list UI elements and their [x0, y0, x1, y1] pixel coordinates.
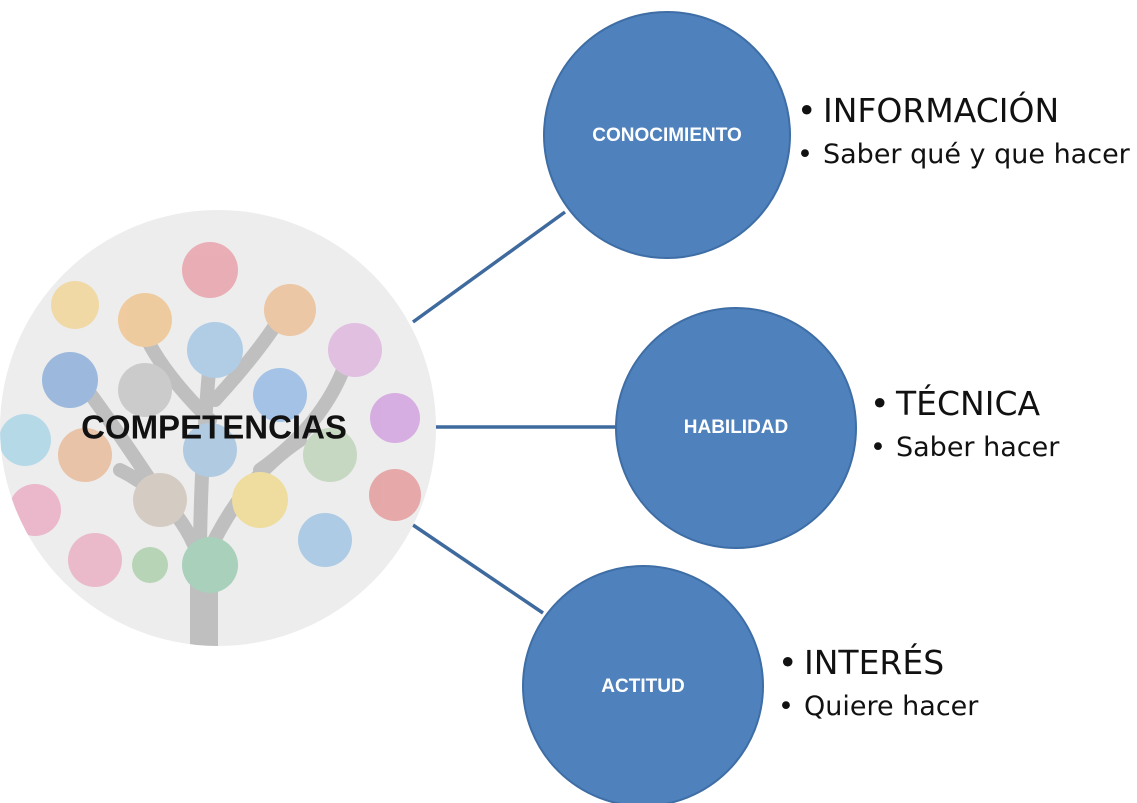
bullet-interes: INTERÉS: [778, 641, 978, 685]
conocimiento-bullets: INFORMACIÓN Saber qué y que hacer: [797, 89, 1130, 177]
bullet-tecnica: TÉCNICA: [870, 382, 1059, 426]
center-label: COMPETENCIAS: [81, 409, 347, 446]
bullet-saber-hacer: Saber hacer: [870, 426, 1059, 470]
connector-conocimiento: [411, 210, 567, 324]
bullet-quiere-hacer: Quiere hacer: [778, 685, 978, 729]
node-conocimiento: CONOCIMIENTO: [543, 11, 791, 259]
bullet-informacion: INFORMACIÓN: [797, 89, 1130, 133]
habilidad-bullets: TÉCNICA Saber hacer: [870, 382, 1059, 470]
node-habilidad: HABILIDAD: [615, 307, 857, 549]
node-actitud: ACTITUD: [522, 565, 764, 803]
node-label-habilidad: HABILIDAD: [684, 417, 789, 438]
center-circle: COMPETENCIAS: [0, 210, 436, 646]
tree-illustration: [0, 242, 421, 646]
node-label-actitud: ACTITUD: [601, 676, 684, 697]
bullet-saber-que-hacer: Saber qué y que hacer: [797, 133, 1130, 177]
connector-actitud: [412, 523, 544, 615]
node-label-conocimiento: CONOCIMIENTO: [592, 125, 742, 146]
actitud-bullets: INTERÉS Quiere hacer: [778, 641, 978, 729]
